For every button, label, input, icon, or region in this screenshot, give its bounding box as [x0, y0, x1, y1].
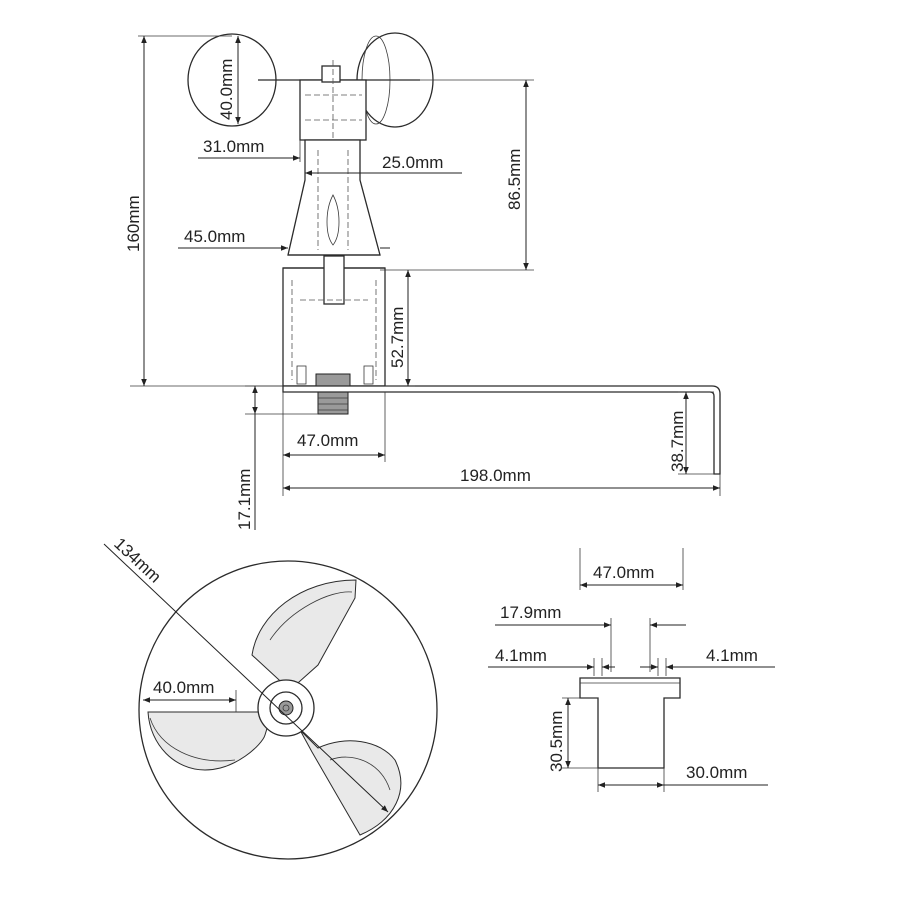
dim-base-height: 30.5mm [547, 711, 566, 772]
dim-sweep-diameter: 134mm [110, 534, 164, 587]
dim-cup-diameter: 40.0mm [217, 59, 236, 120]
dim-neck-width: 25.0mm [382, 153, 443, 172]
dim-lower-height: 52.7mm [388, 307, 407, 368]
dim-bracket-drop: 38.7mm [668, 411, 687, 472]
side-view: 40.0mm 31.0mm 25.0mm 45.0mm 160mm 86.5mm… [124, 32, 721, 530]
dim-top-cup-diameter: 40.0mm [153, 678, 214, 697]
connector-nut [317, 391, 349, 415]
dim-hole-spacing: 17.9mm [500, 603, 561, 622]
dim-connector-height: 17.1mm [235, 469, 254, 530]
dim-upper-height: 86.5mm [505, 149, 524, 210]
top-view: 134mm 40.0mm [103, 534, 438, 860]
dim-total-height: 160mm [124, 195, 143, 252]
base-flange [579, 677, 681, 769]
dim-hole-left: 4.1mm [495, 646, 547, 665]
dim-base-width: 47.0mm [297, 431, 358, 450]
dim-flange-width: 47.0mm [593, 563, 654, 582]
dim-hole-right: 4.1mm [706, 646, 758, 665]
dim-arm-length: 31.0mm [203, 137, 264, 156]
mounting-bracket [282, 385, 721, 475]
rotor [147, 579, 402, 836]
dim-body-top-width: 45.0mm [184, 227, 245, 246]
dim-body-width: 30.0mm [686, 763, 747, 782]
base-detail: 47.0mm 17.9mm 4.1mm 4.1mm 30.5mm 30.0mm [488, 548, 775, 792]
dim-bracket-length: 198.0mm [460, 466, 531, 485]
